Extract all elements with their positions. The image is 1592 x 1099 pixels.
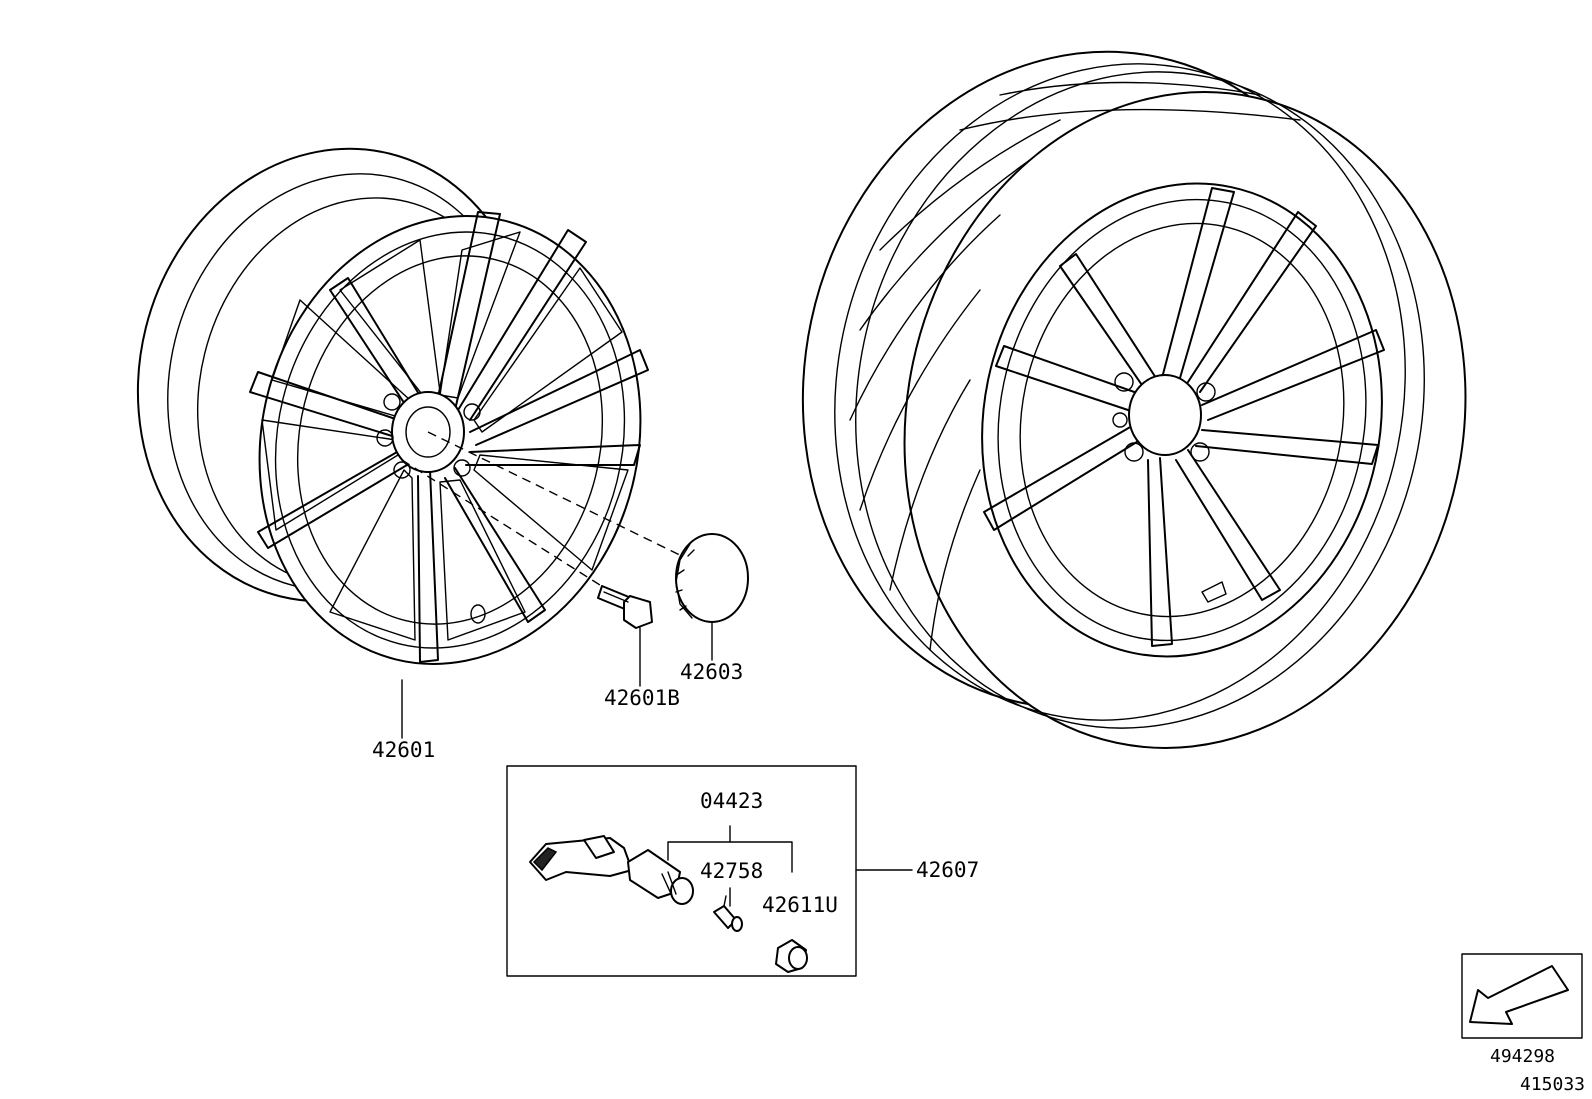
leader-lines bbox=[401, 621, 913, 871]
assembly-guide-lines bbox=[401, 431, 691, 586]
sheet-number: 415033 bbox=[1520, 1074, 1585, 1095]
valve-stem-drawing[interactable] bbox=[627, 849, 694, 905]
callout-valve-cap: 42611U bbox=[762, 893, 838, 917]
callout-tpms-sensor: 04423 bbox=[700, 789, 763, 813]
tpms-kit-box[interactable] bbox=[506, 765, 857, 977]
figure-number: 494298 bbox=[1490, 1046, 1555, 1067]
tire-and-wheel-drawing[interactable] bbox=[743, 0, 1526, 801]
center-cap-drawing[interactable] bbox=[675, 533, 749, 623]
tpms-sensor-drawing[interactable] bbox=[529, 835, 633, 881]
callout-valve-core: 42758 bbox=[700, 859, 763, 883]
wheel-rim-drawing[interactable] bbox=[91, 107, 687, 705]
front-direction-arrow-icon bbox=[1461, 953, 1583, 1039]
callout-wheel: 42601 bbox=[372, 738, 435, 762]
callout-tpms-kit: 42607 bbox=[916, 858, 979, 882]
hub-bolt-drawing[interactable] bbox=[597, 585, 653, 629]
valve-cap-drawing[interactable] bbox=[775, 939, 808, 973]
callout-center-cap: 42603 bbox=[680, 660, 743, 684]
callout-hub-bolt: 42601B bbox=[604, 686, 680, 710]
valve-core-drawing[interactable] bbox=[713, 895, 743, 932]
